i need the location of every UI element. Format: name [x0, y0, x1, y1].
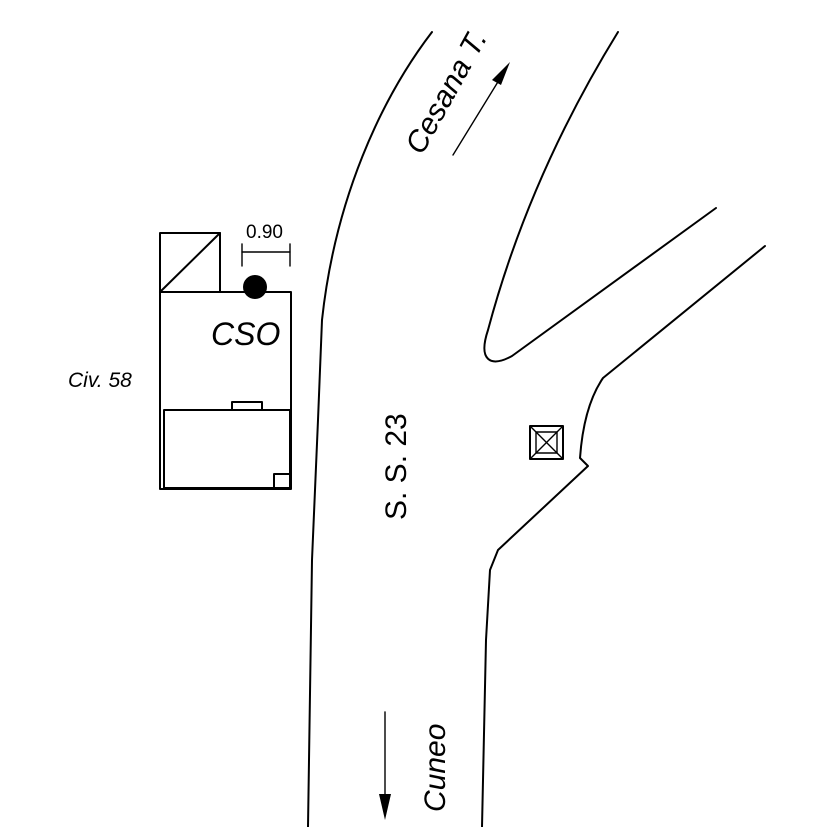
dimension-marker [241, 243, 291, 267]
label-road: S. S. 23 [380, 413, 413, 520]
label-direction-north: Cesana T. [399, 25, 494, 160]
road-right-edge-upper [483, 31, 717, 363]
arrow-south-icon [379, 711, 391, 820]
building-cso [159, 232, 292, 490]
road-left-edge [307, 31, 433, 827]
building-chimney [231, 401, 263, 411]
road-right-edge-lower [481, 245, 766, 827]
crossed-box-icon [529, 425, 564, 460]
point-marker-icon [243, 275, 267, 299]
label-direction-south: Cuneo [419, 724, 452, 812]
building-corner-detail [273, 473, 291, 489]
arrow-north-icon [452, 62, 510, 156]
label-building: CSO [211, 316, 280, 352]
building-inner-block [163, 409, 291, 489]
label-civic-number: Civ. 58 [68, 369, 132, 392]
label-dimension: 0.90 [246, 222, 283, 243]
building-annex-diagonal [159, 232, 221, 293]
